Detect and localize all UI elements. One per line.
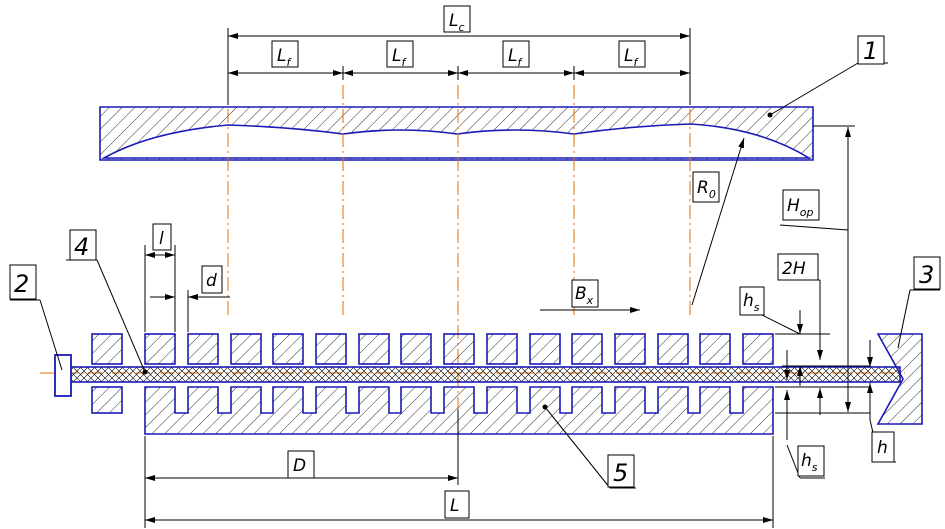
- dimension-d-small: d: [150, 265, 230, 332]
- dimension-d-large: D: [144, 410, 459, 528]
- svg-text:hs: hs: [743, 291, 760, 314]
- svg-text:Lf: Lf: [508, 46, 523, 69]
- svg-text:R0: R0: [697, 178, 716, 201]
- direction-bx: Bx: [540, 279, 640, 313]
- dimension-l-large: L: [145, 436, 774, 528]
- label-bx: B: [575, 284, 587, 304]
- svg-text:Lf: Lf: [624, 46, 639, 69]
- label-r0: R: [697, 178, 709, 198]
- label-d-small: d: [206, 271, 217, 291]
- label-hop: H: [787, 196, 800, 216]
- dimension-l-small: l: [144, 223, 176, 332]
- label-h: h: [877, 438, 888, 458]
- lower-comb-body: [91, 386, 774, 435]
- label-lf-1: L: [277, 46, 286, 66]
- dimension-lc: Lc: [227, 5, 691, 105]
- dimension-hop: Hop: [779, 125, 855, 412]
- upper-reflector: [99, 106, 814, 161]
- callout-number-2: 2: [14, 270, 29, 298]
- radius-r0: R0: [691, 137, 745, 306]
- label-l-large: L: [450, 496, 459, 516]
- svg-text:Lf: Lf: [392, 46, 407, 69]
- callout-number-5: 5: [613, 459, 628, 487]
- label-lc: L: [449, 11, 458, 31]
- center-conductor: [69, 366, 901, 383]
- svg-text:Lc: Lc: [449, 11, 465, 34]
- label-lf-3: L: [508, 46, 517, 66]
- label-2h: 2H: [782, 259, 806, 279]
- right-v-block: 3: [876, 256, 941, 425]
- upper-comb-teeth: [91, 333, 774, 365]
- dimension-hs-2h: hs 2H hs: [739, 253, 870, 479]
- dimension-lf-row: Lf Lf Lf Lf: [228, 40, 690, 80]
- callout-4: 4: [66, 229, 148, 375]
- callout-number-4: 4: [74, 233, 89, 261]
- callout-number-1: 1: [863, 37, 878, 65]
- svg-text:Hop: Hop: [787, 196, 814, 219]
- callout-5: 5: [542, 404, 636, 489]
- svg-text:Bx: Bx: [575, 284, 594, 307]
- dimension-h: h: [867, 340, 896, 463]
- svg-text:Lf: Lf: [277, 46, 292, 69]
- label-d-large: D: [293, 456, 306, 476]
- label-lf-4: L: [624, 46, 633, 66]
- label-lf-2: L: [392, 46, 401, 66]
- left-end-plate: 2: [9, 264, 72, 397]
- label-l-small: l: [159, 229, 164, 249]
- label-hs-bottom: h: [801, 451, 812, 471]
- callout-1: 1: [767, 35, 888, 118]
- svg-text:hs: hs: [801, 451, 818, 474]
- callout-number-3: 3: [919, 261, 934, 289]
- label-hs-top: h: [743, 291, 754, 311]
